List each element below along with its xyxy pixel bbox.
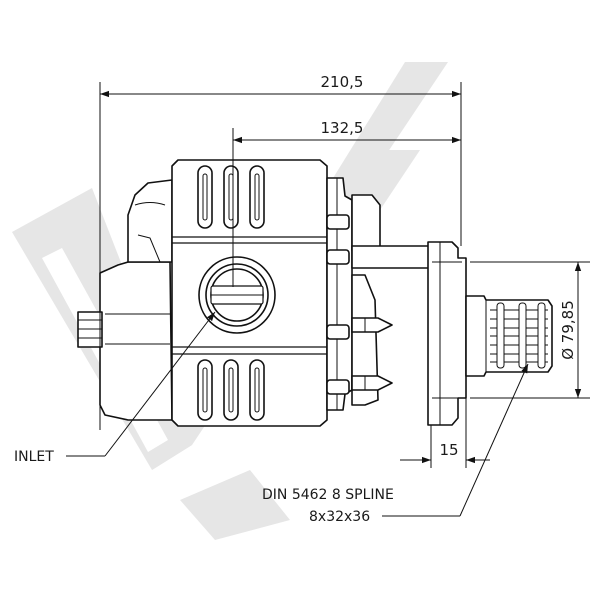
dimension-lines: [99, 82, 590, 468]
spline-label-line2: 8x32x36: [309, 509, 370, 525]
bearing-housing: [351, 194, 381, 251]
leader-lines: [66, 311, 529, 517]
rear-cover: [99, 261, 173, 421]
spline-label-line1: DIN 5462 8 SPLINE: [262, 487, 394, 503]
cooling-ribs-top: [197, 165, 265, 229]
bolt-bosses: [326, 214, 350, 395]
dim-flange-to-shaft: 15: [439, 441, 458, 459]
dim-inlet-offset: 132,5: [321, 119, 364, 137]
neck: [351, 245, 435, 269]
pump-body: [77, 159, 553, 427]
lower-housing: [351, 274, 379, 406]
dim-shaft-diameter: Ø 79,85: [559, 300, 577, 360]
dim-overall-length: 210,5: [321, 73, 364, 91]
cooling-ribs-bottom: [197, 359, 265, 421]
rear-upper-housing: [127, 179, 173, 263]
mounting-studs: [351, 317, 393, 391]
inlet-label: INLET: [14, 449, 54, 465]
spline-teeth: [496, 302, 546, 369]
front-cover: [326, 177, 353, 411]
inlet-port: [198, 256, 276, 334]
